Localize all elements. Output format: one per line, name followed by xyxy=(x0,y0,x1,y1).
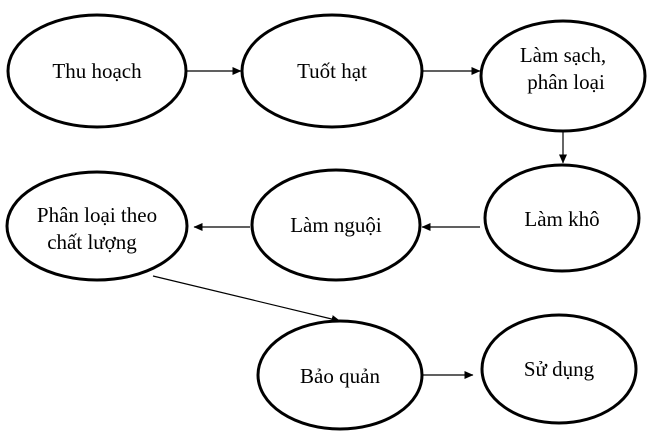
node-lam-nguoi: Làm nguội xyxy=(250,168,422,282)
node-bao-quan: Bảo quản xyxy=(256,319,424,431)
node-label: Sử dụng xyxy=(524,357,595,381)
node-label: Thu hoạch xyxy=(52,59,142,83)
nodes: Thu hoạch Tuốt hạt Làm sạch, phân loại L… xyxy=(5,13,647,431)
node-lam-sach-phan-loai: Làm sạch, phân loại xyxy=(479,19,647,133)
node-su-dung: Sử dụng xyxy=(480,313,638,425)
node-label-line-1: Làm sạch, xyxy=(520,43,606,67)
node-label: Làm khô xyxy=(524,207,599,231)
edges xyxy=(152,67,567,379)
node-label-line-2: phân loại xyxy=(527,70,605,94)
node-lam-kho: Làm khô xyxy=(483,163,641,273)
node-phan-loai-theo-chat-luong: Phân loại theo chất lượng xyxy=(5,170,189,282)
node-label: Bảo quản xyxy=(300,364,380,388)
node-label: Tuốt hạt xyxy=(297,59,367,83)
node-tuot-hat: Tuốt hạt xyxy=(240,13,424,129)
node-label: Làm nguội xyxy=(290,213,382,237)
node-label-line-2: chất lượng xyxy=(47,230,137,254)
edge-phan-loai-chat-luong-to-bao-quan xyxy=(152,275,341,323)
node-label-line-1: Phân loại theo xyxy=(37,203,157,227)
node-thu-hoach: Thu hoạch xyxy=(6,13,188,129)
